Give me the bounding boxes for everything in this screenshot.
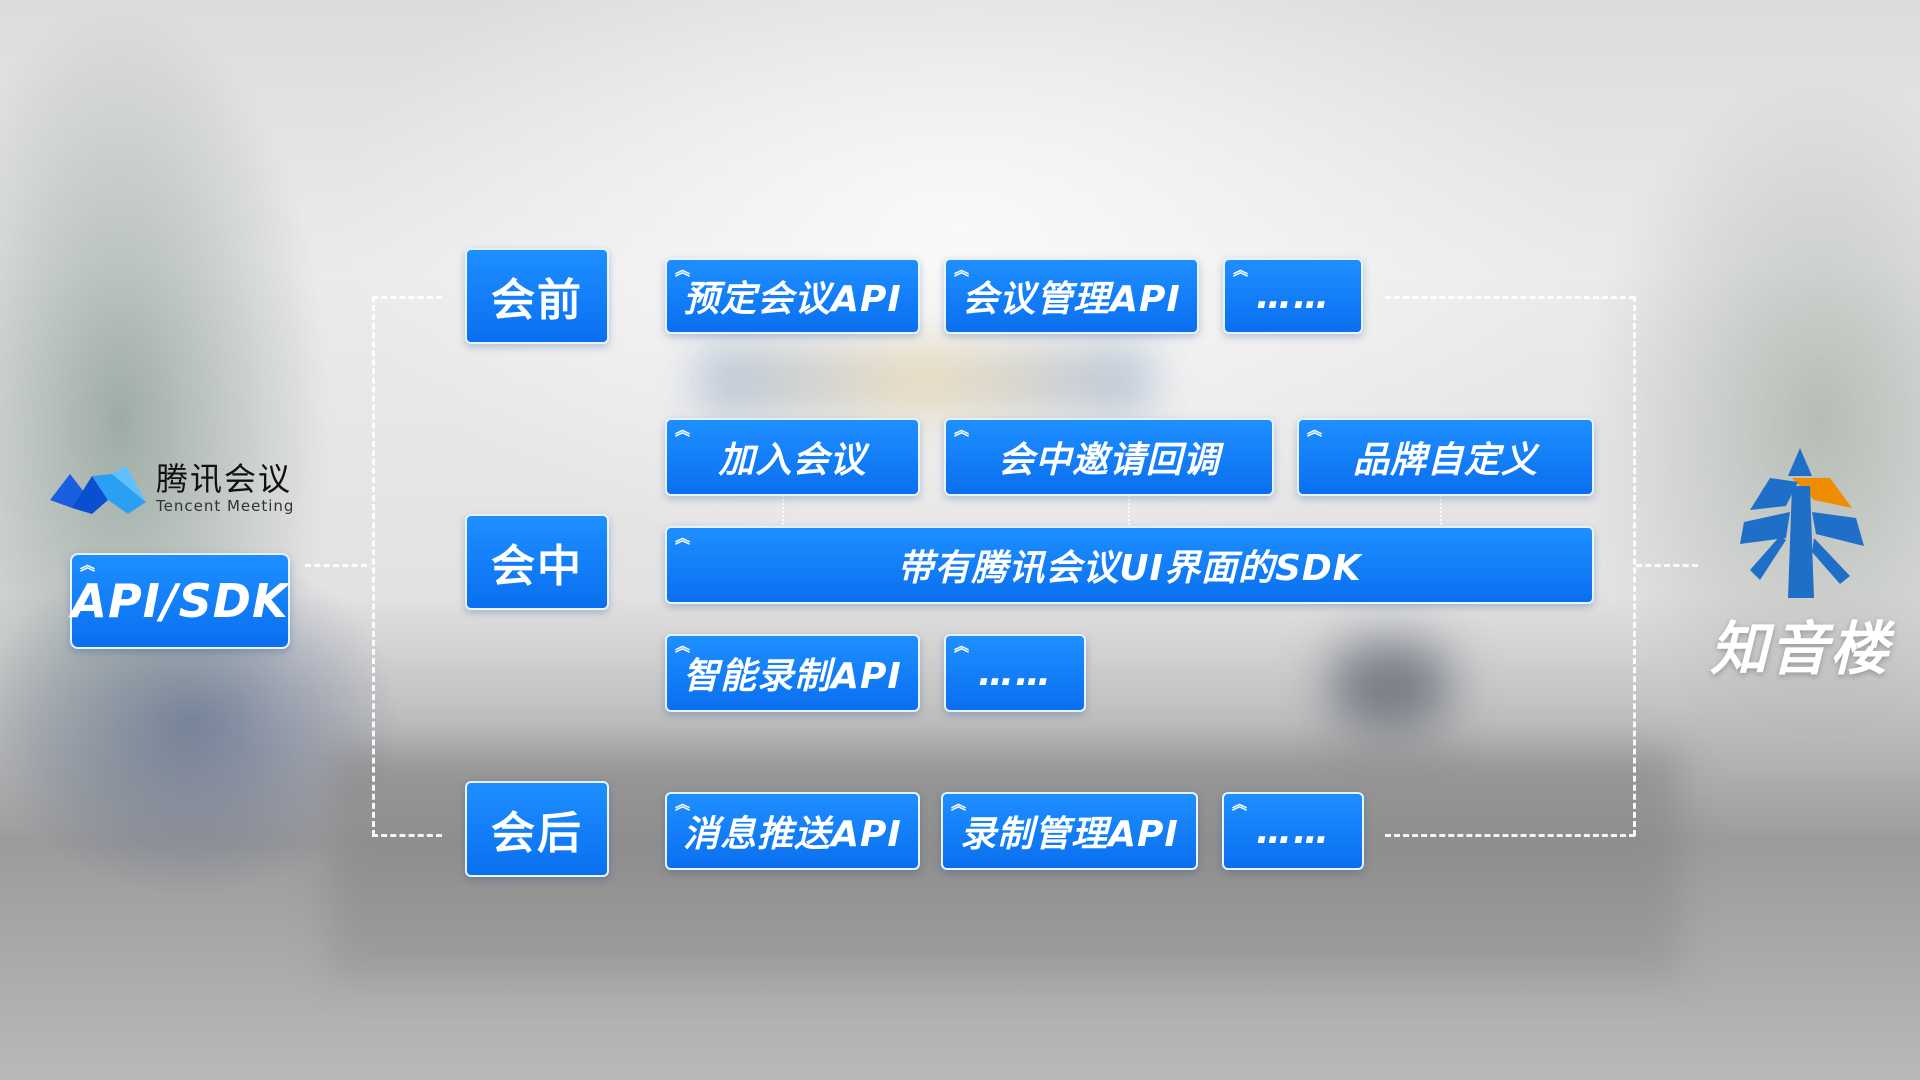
background-chair	[1330, 640, 1450, 730]
connector-left-bottom	[372, 834, 442, 837]
sdk-bar: ︽ 带有腾讯会议UI界面的SDK	[665, 526, 1594, 604]
zhiyinlou-logo: 知音楼	[1700, 448, 1900, 686]
sdk-label: 带有腾讯会议UI界面的SDK	[897, 548, 1362, 589]
box-mark-icon: ︽	[954, 637, 971, 655]
feature-box: ︽ 预定会议API	[665, 258, 920, 334]
feature-label: 录制管理API	[960, 814, 1179, 855]
feature-label: 智能录制API	[683, 656, 902, 697]
feature-box: ︽ 录制管理API	[941, 792, 1198, 870]
feature-label: ……	[1256, 275, 1330, 317]
stage-before: 会前	[465, 248, 609, 344]
connector-right-top	[1385, 296, 1635, 299]
box-mark-icon: ︽	[675, 529, 692, 547]
box-mark-icon: ︽	[951, 795, 968, 813]
connector-right-bottom	[1385, 834, 1635, 837]
feature-box: ︽ 消息推送API	[665, 792, 920, 870]
feature-box-more: ︽ ……	[944, 634, 1086, 712]
box-mark-icon: ︽	[675, 261, 692, 279]
box-mark-icon: ︽	[675, 795, 692, 813]
connector-sdk-1	[782, 495, 784, 525]
stage-during: 会中	[465, 514, 609, 610]
connector-sdk-3	[1440, 495, 1442, 525]
box-mark-icon: ︽	[954, 261, 971, 279]
feature-label: 预定会议API	[683, 279, 902, 320]
box-mark-icon: ︽	[1307, 421, 1324, 439]
feature-label: 加入会议	[718, 440, 867, 481]
tencent-meeting-english-name: Tencent Meeting	[156, 496, 295, 515]
feature-box: ︽ 会中邀请回调	[944, 418, 1274, 496]
feature-label: 会中邀请回调	[997, 440, 1220, 481]
connector-left-vertical	[372, 296, 375, 836]
stage-after: 会后	[465, 781, 609, 877]
connector-right-logo	[1636, 564, 1698, 567]
box-mark-icon: ︽	[675, 637, 692, 655]
feature-box-more: ︽ ……	[1223, 258, 1363, 334]
feature-label: ……	[1256, 810, 1330, 852]
feature-label: 消息推送API	[683, 814, 902, 855]
feature-box: ︽ 会议管理API	[944, 258, 1199, 334]
connector-right-vertical	[1633, 296, 1636, 836]
zhiyinlou-tree-icon	[1740, 448, 1864, 598]
stage-after-label: 会后	[491, 808, 583, 859]
connector-left-top	[372, 296, 442, 299]
feature-box: ︽ 加入会议	[665, 418, 920, 496]
zhiyinlou-name: 知音楼	[1709, 615, 1890, 683]
connector-sdk-2	[1128, 495, 1130, 525]
tencent-meeting-logo: 腾讯会议 Tencent Meeting	[50, 462, 294, 516]
tencent-meeting-icon	[50, 466, 146, 514]
feature-box: ︽ 品牌自定义	[1297, 418, 1594, 496]
connector-left-badge	[305, 564, 367, 567]
tencent-meeting-name: 腾讯会议	[156, 460, 293, 499]
feature-box-more: ︽ ……	[1222, 792, 1364, 870]
badge-mark-icon: ︽	[80, 556, 97, 574]
feature-label: 品牌自定义	[1352, 440, 1538, 481]
stage-during-label: 会中	[491, 541, 583, 592]
stage-before-label: 会前	[491, 275, 583, 326]
box-mark-icon: ︽	[1233, 261, 1250, 279]
api-sdk-badge: ︽ API/SDK	[70, 553, 290, 649]
feature-label: ……	[978, 652, 1052, 694]
background-sign	[700, 345, 1150, 415]
box-mark-icon: ︽	[675, 421, 692, 439]
box-mark-icon: ︽	[954, 421, 971, 439]
feature-box: ︽ 智能录制API	[665, 634, 920, 712]
api-sdk-label: API/SDK	[71, 574, 289, 628]
box-mark-icon: ︽	[1232, 795, 1249, 813]
feature-label: 会议管理API	[962, 279, 1181, 320]
